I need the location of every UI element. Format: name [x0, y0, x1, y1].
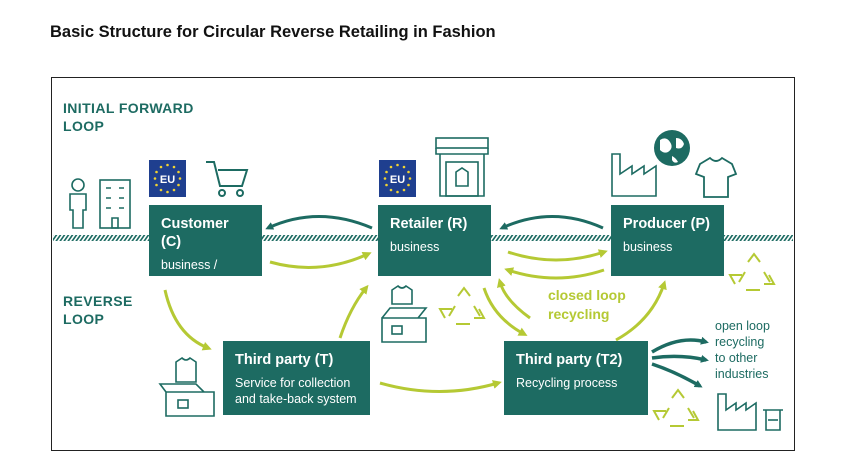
arrow-retailer-to-customer [265, 215, 373, 230]
closed-loop-line1: closed loop [548, 287, 626, 303]
reverse-loop-line2: LOOP [63, 311, 105, 327]
recycling-icon [438, 286, 486, 325]
arrow-customer-to-third [163, 289, 212, 351]
clothes-box-icon [158, 356, 215, 417]
retailer-desc: business [390, 240, 440, 254]
customer-title: Customer (C) [161, 216, 229, 250]
third-party-t2-node: Third party (T2) Recycling process [504, 341, 648, 415]
factory-icon [717, 393, 757, 431]
arrow-third-to-third2 [379, 380, 502, 393]
eu-badge-label: EU [160, 174, 175, 186]
arrow-third2-to-retailer [497, 278, 531, 320]
arrow-producer-to-retailer [499, 215, 604, 230]
arrow-retailer-to-third2 [482, 287, 528, 336]
forward-loop-line1: INITIAL FORWARD [63, 100, 194, 116]
open-loop-line1: open loop [715, 319, 770, 333]
arrow-third2-to-producer [615, 280, 667, 342]
retailer-title: Retailer (R) [390, 216, 468, 232]
third-party-title: Third party (T) [235, 352, 334, 368]
diagram-frame [51, 77, 795, 451]
arrow-open-loop-3 [651, 362, 703, 388]
recycling-icon [728, 252, 776, 291]
arrow-third-to-retailer [338, 284, 369, 339]
eu-flag-icon [379, 160, 416, 197]
open-loop-line2: recycling [715, 335, 765, 349]
arrow-open-loop-2 [651, 354, 709, 363]
closed-loop-label: closed loop recycling [548, 286, 626, 324]
person-icon [69, 178, 87, 229]
third-party-desc-line1: Service for collection [235, 376, 351, 390]
producer-title: Producer (P) [623, 216, 711, 232]
store-icon [435, 137, 489, 197]
producer-desc: business [623, 240, 673, 254]
clothes-box-icon [381, 284, 428, 343]
customer-desc-line2: consumer [161, 274, 216, 288]
open-loop-line3: to other [715, 351, 758, 365]
arrow-retailer-to-producer-1 [507, 249, 608, 262]
third-party-node: Third party (T) Service for collection a… [223, 341, 370, 415]
reverse-loop-label: REVERSE LOOP [63, 292, 133, 328]
producer-node: Producer (P) business [611, 205, 724, 276]
arrow-t2-to-producer [646, 308, 720, 352]
open-loop-line4: industries [715, 367, 769, 381]
third-party-t2-title: Third party (T2) [516, 352, 623, 368]
closed-loop-line2: recycling [548, 306, 610, 322]
forward-loop-line2: LOOP [63, 118, 105, 134]
globe-icon [654, 130, 690, 166]
arrow-customer-to-retailer [269, 251, 372, 269]
open-loop-label: open loop recycling to other industries [715, 318, 770, 382]
arrow-producer-to-retailer-2 [504, 267, 605, 280]
retailer-node: Retailer (R) business [378, 205, 491, 276]
beaker-icon [763, 409, 783, 431]
reverse-loop-line1: REVERSE [63, 293, 133, 309]
eu-badge-label: EU [390, 174, 405, 186]
arrow-open-loop-1 [651, 336, 709, 354]
recycling-icon [652, 388, 700, 427]
customer-node: Customer (C) business / consumer [149, 205, 262, 288]
customer-desc-line1: business / [161, 258, 218, 272]
third-party-desc-line2: and take-back system [235, 392, 357, 406]
forward-loop-label: INITIAL FORWARD LOOP [63, 99, 194, 135]
eu-flag-icon [149, 160, 186, 197]
third-party-t2-desc: Recycling process [516, 376, 618, 390]
shopping-cart-icon [206, 161, 249, 197]
diagram-title: Basic Structure for Circular Reverse Ret… [50, 23, 496, 41]
factory-icon [611, 153, 657, 197]
tshirt-icon [694, 156, 738, 198]
building-icon [99, 179, 131, 229]
